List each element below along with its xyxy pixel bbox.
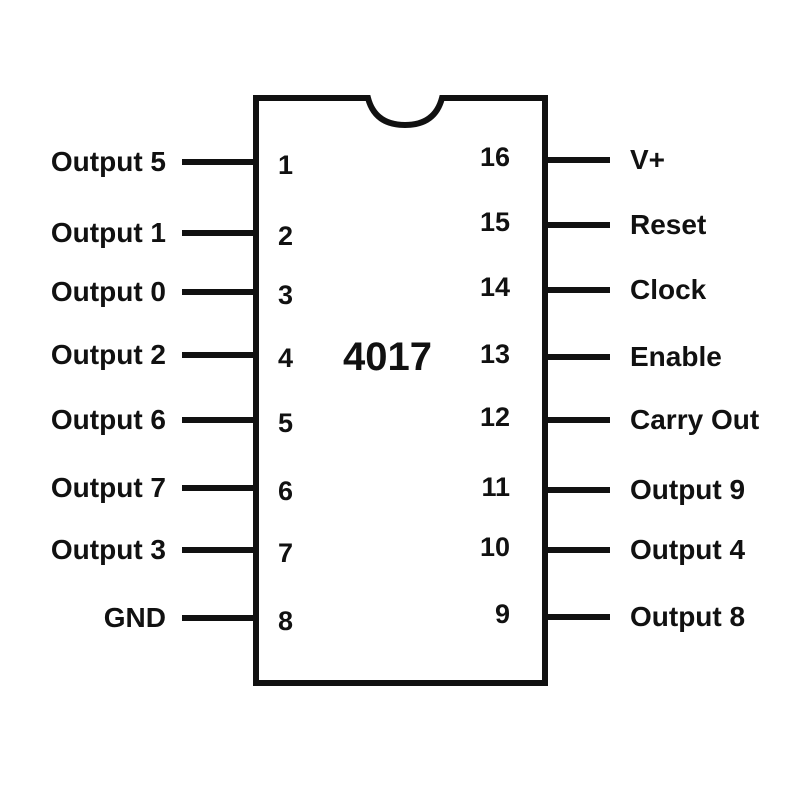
pin-number: 16 [479,142,510,172]
pin-label: Output 0 [50,276,166,307]
pin-label: Output 3 [50,534,166,565]
pin-number: 14 [479,272,510,302]
pin-number: 3 [278,280,294,310]
pin-number: 10 [479,532,510,562]
pin-number: 2 [278,221,294,251]
pin-label: Carry Out [630,404,760,435]
chip-body [253,95,548,686]
pin-number: 8 [278,606,294,636]
pin-label: Output 6 [50,404,166,435]
pin-label: Reset [630,209,707,240]
pin-number: 11 [481,472,510,502]
pin-number: 15 [479,207,510,237]
pin-label: Output 5 [50,146,166,177]
pin-label: Output 1 [50,217,166,248]
pin-number: 7 [278,538,294,568]
pin-label: Output 2 [50,339,166,370]
chip-name: 4017 [343,335,432,379]
pin-label: Enable [630,341,722,372]
pin-number: 5 [278,408,294,438]
pin-label: Clock [630,274,707,305]
pin-label: Output 9 [630,474,746,505]
pin-label: Output 7 [50,472,166,503]
pin-number: 1 [278,150,294,180]
pin-number: 6 [278,476,294,506]
pin-label: V+ [630,144,666,175]
pin-number: 9 [494,599,510,629]
pin-label: GND [103,602,166,633]
pin-number: 4 [278,343,294,373]
pin-label: Output 8 [630,601,746,632]
pin-number: 13 [479,339,510,369]
pin-number: 12 [479,402,510,432]
pin-label: Output 4 [630,534,746,565]
